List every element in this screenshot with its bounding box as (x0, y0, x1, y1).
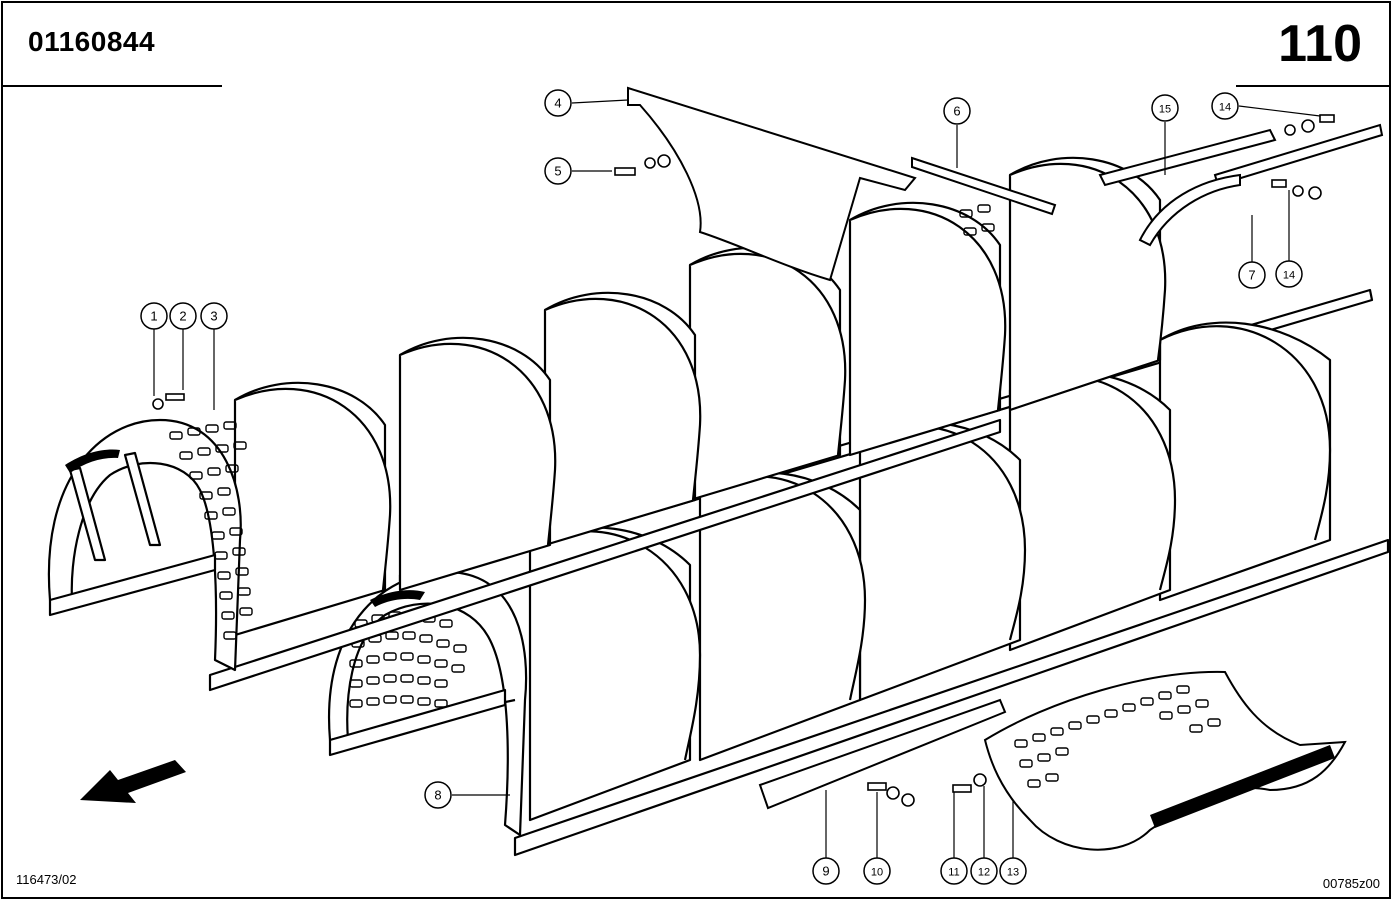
callout-6: 6 (943, 97, 971, 125)
callout-circle (1238, 261, 1266, 289)
footer-right-code: 00785z00 (1322, 876, 1380, 891)
callout-label: 15 (1159, 104, 1171, 116)
callout-label: 8 (434, 788, 441, 803)
callout-7: 7 (1238, 261, 1266, 289)
callout-circle (812, 857, 840, 885)
callout-circle (200, 302, 228, 330)
callout-circle (999, 857, 1027, 885)
leader-lines (153, 99, 1321, 858)
bolt (165, 393, 185, 401)
callout-circle (1151, 94, 1179, 122)
washer (973, 773, 987, 787)
loose-segment-dark-band (1150, 745, 1335, 828)
loose-perforated-segment (983, 670, 1347, 851)
callout-label: 12 (978, 867, 990, 879)
callout-circle (424, 781, 452, 809)
callout-label: 13 (1007, 867, 1019, 879)
callout-label: 7 (1248, 268, 1255, 283)
bolt (1319, 114, 1335, 123)
callout-circle (544, 157, 572, 185)
bolt (952, 784, 972, 793)
callout-4: 4 (544, 89, 572, 117)
nut (901, 793, 915, 807)
callout-13: 13 (999, 857, 1027, 885)
callout-label: 4 (554, 96, 561, 111)
fasteners (152, 114, 1335, 807)
callout-circle (943, 97, 971, 125)
callout-2: 2 (169, 302, 197, 330)
nut (1308, 186, 1322, 200)
callout-circle (940, 857, 968, 885)
callout-label: 1 (150, 309, 157, 324)
strip (911, 156, 1057, 216)
washer (886, 786, 900, 800)
front-bottom-rail (513, 538, 1390, 857)
callout-14: 14 (1275, 260, 1303, 288)
page-number: 110 (1278, 15, 1362, 73)
rear-end-ring (47, 418, 242, 672)
callout-label: 10 (871, 867, 883, 879)
cover-plate (627, 86, 917, 282)
callout-label: 6 (953, 104, 960, 119)
callout-label: 14 (1219, 102, 1231, 114)
callout-11: 11 (940, 857, 968, 885)
callout-3: 3 (200, 302, 228, 330)
callout-14: 14 (1211, 92, 1239, 120)
rear-bottom-rail (208, 418, 1002, 692)
front-end-dark-band (370, 590, 425, 607)
callout-circle (863, 857, 891, 885)
callout-circle (140, 302, 168, 330)
bolt (867, 782, 887, 791)
callout-label: 9 (822, 864, 829, 879)
bracket (1098, 123, 1384, 247)
mounting-strip (758, 698, 1007, 810)
arrow-left-down-icon (80, 760, 186, 803)
callout-8: 8 (424, 781, 452, 809)
callout-circle (1275, 260, 1303, 288)
callout-circle (544, 89, 572, 117)
callout-10: 10 (863, 857, 891, 885)
callout-label: 5 (554, 164, 561, 179)
callout-15: 15 (1151, 94, 1179, 122)
callout-label: 2 (179, 309, 186, 324)
washer (1292, 185, 1304, 197)
rear-perforation (169, 204, 995, 640)
callout-1: 1 (140, 302, 168, 330)
nut (1301, 119, 1315, 133)
callout-label: 14 (1283, 270, 1295, 282)
callout-circle (1211, 92, 1239, 120)
part-number: 01160844 (28, 26, 156, 57)
washer (644, 157, 656, 169)
washer (152, 398, 164, 410)
bolt (614, 167, 636, 176)
bolt (1271, 179, 1287, 188)
rear-end-dark-band (65, 449, 120, 473)
callout-label: 11 (948, 867, 959, 879)
callout-circle (169, 302, 197, 330)
callout-12: 12 (970, 857, 998, 885)
nut (657, 154, 671, 168)
footer-left-code: 116473/02 (16, 872, 77, 887)
callout-5: 5 (544, 157, 572, 185)
callout-circle (970, 857, 998, 885)
callout-label: 3 (210, 309, 217, 324)
callout-9: 9 (812, 857, 840, 885)
washer (1284, 124, 1296, 136)
loose-perforation (1014, 685, 1221, 788)
